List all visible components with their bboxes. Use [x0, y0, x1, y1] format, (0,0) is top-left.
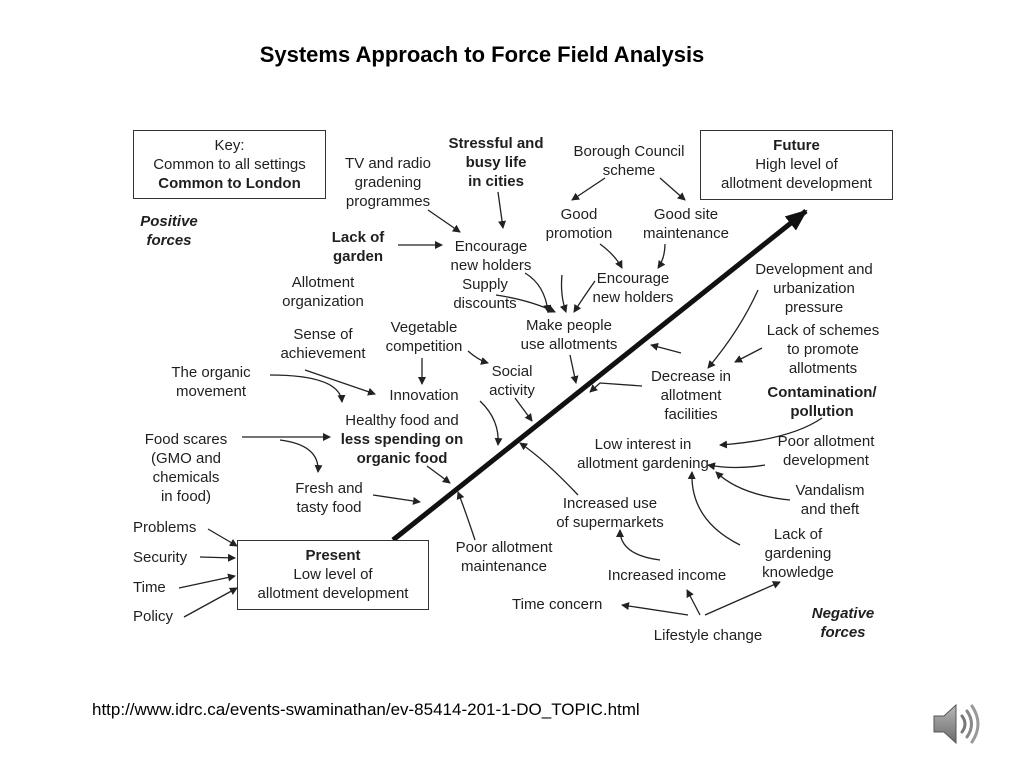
- key-box: [133, 130, 326, 199]
- security-label: Security: [133, 549, 188, 566]
- page-title: Systems Approach to Force Field Analysis: [259, 42, 705, 67]
- time-label: Time: [133, 579, 166, 596]
- innovation-label: Innovation: [389, 387, 459, 404]
- increased-income-label: Increased income: [607, 567, 727, 584]
- future-line2: allotment development: [721, 175, 872, 192]
- time-concern-label: Time concern: [512, 596, 603, 613]
- future-box: [700, 130, 893, 200]
- source-url[interactable]: http://www.idrc.ca/events-swaminathan/ev…: [92, 700, 640, 719]
- present-line2: allotment development: [257, 585, 409, 602]
- policy-label: Policy: [133, 608, 174, 625]
- future-title: Future: [773, 137, 820, 154]
- lifestyle-change-label: Lifestyle change: [653, 627, 763, 644]
- present-title: Present: [305, 547, 361, 564]
- key-common-london: Common to London: [158, 175, 301, 192]
- future-line1: High level of: [755, 156, 838, 173]
- key-label: Key:: [214, 137, 245, 154]
- key-common-all: Common to all settings: [153, 156, 306, 173]
- present-line1: Low level of: [293, 566, 373, 583]
- main-diagonal-arrow: [391, 209, 808, 542]
- problems-label: Problems: [133, 519, 197, 536]
- healthy-food-label: Healthy food and less spending on organi…: [340, 412, 464, 467]
- contamination-label: Contamination/pollution: [767, 384, 877, 420]
- present-box: [237, 540, 429, 610]
- speaker-icon[interactable]: [928, 696, 984, 752]
